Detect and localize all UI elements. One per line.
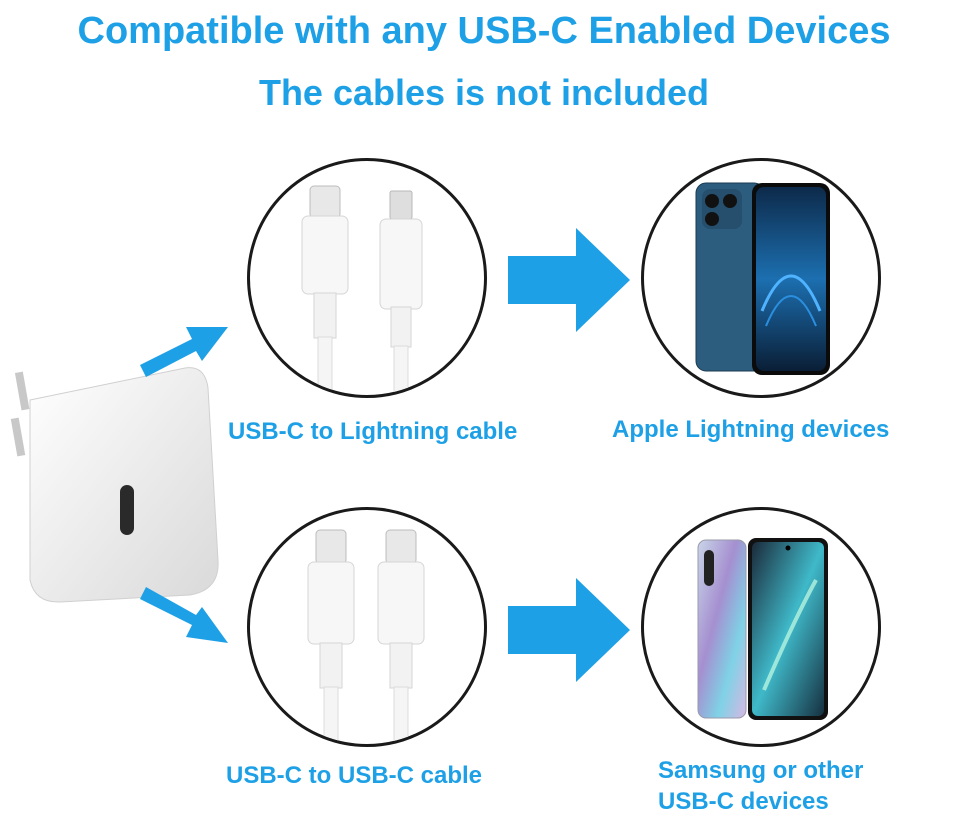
usbc-cable-image — [307, 529, 425, 744]
samsung-phone-image — [697, 538, 828, 720]
page-title: Compatible with any USB-C Enabled Device… — [77, 10, 891, 52]
samsung-devices-label-line1: Samsung or other — [658, 757, 864, 784]
usbc-cable-circle — [247, 507, 487, 747]
usbc-cable-label: USB-C to USB-C cable — [226, 762, 483, 789]
lightning-cable-image — [301, 185, 423, 395]
lightning-cable-circle — [247, 158, 487, 398]
arrow-upper-right-icon — [140, 327, 228, 377]
apple-devices-label: Apple Lightning devices — [612, 416, 890, 443]
arrow-right-top-icon — [508, 228, 630, 332]
page-subtitle: The cables is not included — [258, 72, 710, 113]
arrow-right-bottom-icon — [508, 578, 630, 682]
arrow-lower-right-icon — [140, 587, 228, 643]
lightning-cable-label: USB-C to Lightning cable — [228, 418, 518, 445]
charger-image — [10, 367, 219, 603]
samsung-devices-label-line2: USB-C devices — [658, 788, 829, 815]
apple-device-circle — [641, 158, 881, 398]
iphone-image — [695, 182, 830, 375]
samsung-device-circle — [641, 507, 881, 747]
